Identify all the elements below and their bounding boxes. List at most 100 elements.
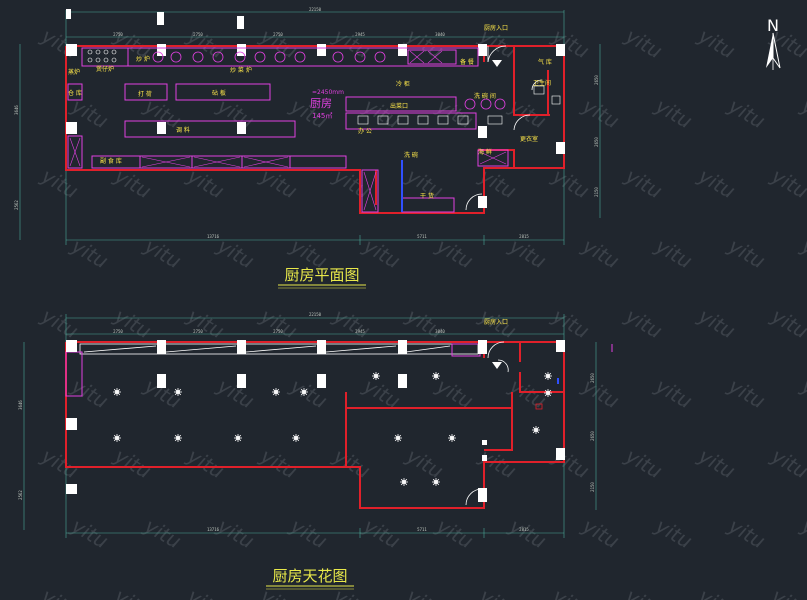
ceiling-bottom-dim-3: 2815: [519, 527, 529, 532]
watermark-text: yitu: [183, 23, 229, 63]
ceiling-light-strips: [79, 343, 479, 355]
label-wok-stove: 炒 炉: [136, 55, 150, 63]
plan-columns: [66, 9, 565, 208]
watermark-text: yitu: [767, 303, 807, 343]
label-pass: 出菜口: [390, 102, 408, 110]
label-warehouse: 干 货: [420, 192, 434, 200]
label-counter: 备 餐: [460, 58, 474, 66]
label-toilet: 卫生间: [533, 79, 551, 87]
watermark-text: yitu: [767, 163, 807, 203]
plan-left-dim-2: 2562: [14, 200, 19, 210]
plan-labels: 厨房入口 煲仔炉 炒 炉 蒸炉 炒 菜 炉 打 荷 砧 板 调 料 冷 柜 出菜…: [68, 24, 552, 200]
plan-walls: [65, 45, 565, 214]
watermark-text: yitu: [548, 23, 594, 63]
plan-dims-text: 22150 2750 2750 2750 2945 3040 13716 571…: [14, 7, 599, 239]
watermark-text: yitu: [724, 233, 770, 273]
watermark-layer: yitu yitu yitu yitu yitu yitu yitu yitu yitu yitu…: [37, 23, 807, 600]
ceiling-bottom-dim-1: 13716: [207, 527, 220, 532]
watermark-text: yitu: [548, 443, 594, 483]
ceiling-light-icon: [532, 426, 540, 434]
ceiling-left-dim-2: 2562: [18, 490, 23, 500]
watermark-text: yitu: [505, 93, 551, 133]
ceiling-light-icon: [272, 388, 280, 396]
watermark-text: yitu: [621, 583, 667, 600]
watermark-text: yitu: [37, 443, 83, 483]
plan-total-width: 22150: [309, 7, 322, 12]
plan-top-dim-5: 3040: [435, 32, 445, 37]
plan-top-dim-4: 2945: [355, 32, 365, 37]
ceiling-light-icon: [292, 434, 300, 442]
plan-bottom-dim-1: 13716: [207, 234, 220, 239]
ceiling-light-icon: [300, 388, 308, 396]
watermark-text: yitu: [548, 583, 594, 600]
watermark-text: yitu: [694, 23, 740, 63]
watermark-text: yitu: [402, 583, 448, 600]
watermark-text: yitu: [37, 303, 83, 343]
ceiling-light-icon: [174, 434, 182, 442]
label-smoke-hood: 炒 菜 炉: [230, 66, 252, 74]
ceiling-light-icon: [432, 372, 440, 380]
ceiling-right-dim-3: 2150: [590, 482, 595, 492]
watermark-text: yitu: [797, 93, 807, 133]
watermark-text: yitu: [767, 583, 807, 600]
label-steamer: 蒸炉: [68, 68, 80, 76]
watermark-text: yitu: [256, 23, 302, 63]
watermark-text: yitu: [694, 163, 740, 203]
plan-right-dim-3: 2150: [594, 187, 599, 197]
watermark-text: yitu: [505, 233, 551, 273]
ceiling-light-icon: [544, 372, 552, 380]
watermark-text: yitu: [110, 303, 156, 343]
watermark-text: yitu: [621, 303, 667, 343]
ceiling-right-dim-1: 2650: [590, 373, 595, 383]
label-area: 厨房: [310, 97, 332, 110]
watermark-text: yitu: [621, 163, 667, 203]
plan-title: 厨房平面图: [284, 266, 359, 284]
watermark-text: yitu: [183, 443, 229, 483]
ceiling-right-dim-2: 2650: [590, 431, 595, 441]
watermark-text: yitu: [67, 373, 113, 413]
watermark-text: yitu: [548, 163, 594, 203]
plan-bottom-dim-3: 2815: [519, 234, 529, 239]
ceiling-light-icon: [394, 434, 402, 442]
watermark-text: yitu: [651, 373, 697, 413]
plan-bottom-dim-2: 5711: [417, 234, 427, 239]
ceiling-light-icon: [544, 389, 552, 397]
watermark-text: yitu: [621, 23, 667, 63]
watermark-text: yitu: [256, 303, 302, 343]
plan-right-dim-2: 2650: [594, 137, 599, 147]
ceiling-bottom-dim-2: 5711: [417, 527, 427, 532]
watermark-text: yitu: [724, 513, 770, 553]
watermark-text: yitu: [37, 583, 83, 600]
watermark-text: yitu: [651, 93, 697, 133]
label-dish-wash: 洗 碗 间: [474, 92, 496, 100]
label-change-room: 更衣室: [520, 135, 538, 143]
plan-top-dim-3: 2750: [273, 32, 283, 37]
watermark-text: yitu: [183, 303, 229, 343]
label-office: 办 公: [358, 127, 372, 135]
watermark-text: yitu: [110, 583, 156, 600]
ceiling-light-icon: [234, 434, 242, 442]
entrance-arrow: [492, 60, 502, 67]
plan-right-dim-1: 2650: [594, 75, 599, 85]
label-basin: 洗 碗: [404, 151, 418, 159]
watermark-text: yitu: [37, 23, 83, 63]
ceiling-entrance-label: 厨房入口: [484, 318, 508, 326]
watermark-text: yitu: [694, 303, 740, 343]
label-area-value: 145㎡: [312, 112, 332, 120]
ceiling-top-dim-3: 2750: [273, 329, 283, 334]
ceiling-dims-text: 22150 2750 2750 2750 2945 3040 13716 571…: [18, 312, 595, 532]
label-dry-store: 副 食 库: [100, 157, 122, 165]
ceiling-light-icon: [372, 372, 380, 380]
label-height-note: =2450mm: [312, 89, 344, 96]
plan-entrance-label: 厨房入口: [484, 24, 508, 32]
ceiling-top-dim-5: 3040: [435, 329, 445, 334]
plan-burners: [152, 51, 506, 110]
ceiling-light-icon: [400, 478, 408, 486]
watermark-text: yitu: [578, 373, 624, 413]
ceiling-doors: [465, 341, 509, 506]
ceiling-light-icon: [113, 388, 121, 396]
watermark-text: yitu: [651, 513, 697, 553]
ceiling-title: 厨房天花图: [272, 567, 347, 585]
floor-plan: 22150 2750 2750 2750 2945 3040 13716 571…: [14, 7, 601, 289]
